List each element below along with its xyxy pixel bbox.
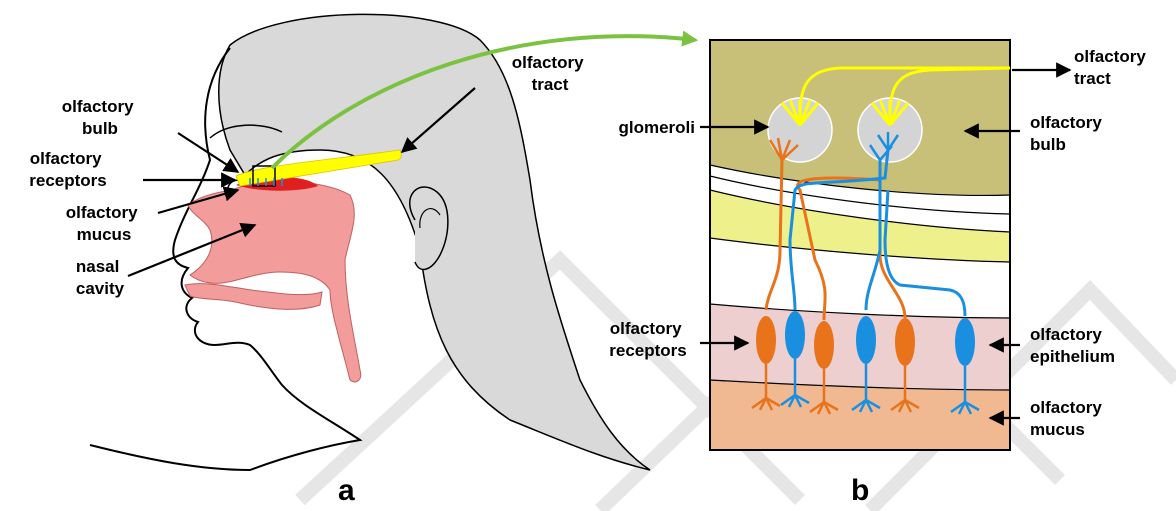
label-b-olfactory-bulb: olfactory bulb	[1030, 113, 1107, 154]
nasal-cavity-shape	[188, 182, 361, 382]
label-a-olfactory-receptors: olfactory receptors	[29, 149, 106, 190]
label-a-nasal-cavity: nasal cavity	[76, 257, 125, 298]
label-b-olfactory-tract: olfactory tract	[1074, 47, 1151, 88]
label-a-olfactory-mucus: olfactory mucus	[66, 203, 143, 244]
tongue-mouth	[185, 284, 322, 310]
panel-letter-a: a	[338, 474, 355, 507]
label-a-olfactory-tract: olfactory tract	[512, 53, 589, 94]
label-b-olfactory-mucus: olfactory mucus	[1030, 398, 1107, 439]
label-a-olfactory-bulb: olfactory bulb	[62, 97, 139, 138]
label-b-glomeroli: glomeroli	[618, 118, 695, 137]
panel-letter-b: b	[851, 474, 869, 507]
